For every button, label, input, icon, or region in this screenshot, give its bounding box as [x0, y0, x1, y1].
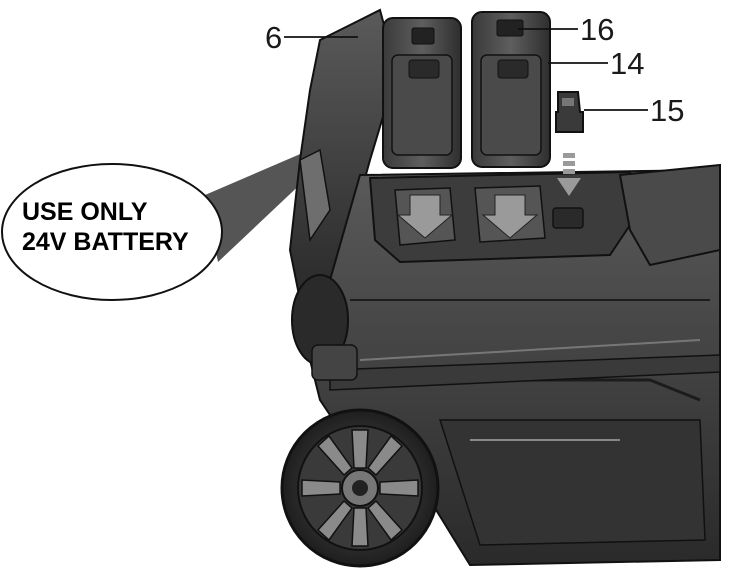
leader-lines — [284, 28, 648, 111]
callout-bubble — [1, 163, 223, 301]
battery-left — [382, 17, 462, 169]
rear-wheel — [280, 408, 440, 568]
battery-right-14 — [471, 11, 551, 168]
part-label-14: 14 — [610, 46, 644, 81]
callout-line-2: 24V BATTERY — [22, 228, 189, 256]
safety-key-15 — [555, 91, 584, 133]
mower-body — [288, 8, 721, 567]
part-label-15: 15 — [650, 93, 684, 128]
part-label-16: 16 — [580, 12, 614, 47]
part-label-6: 6 — [265, 20, 282, 55]
callout-line-1: USE ONLY — [22, 198, 148, 226]
